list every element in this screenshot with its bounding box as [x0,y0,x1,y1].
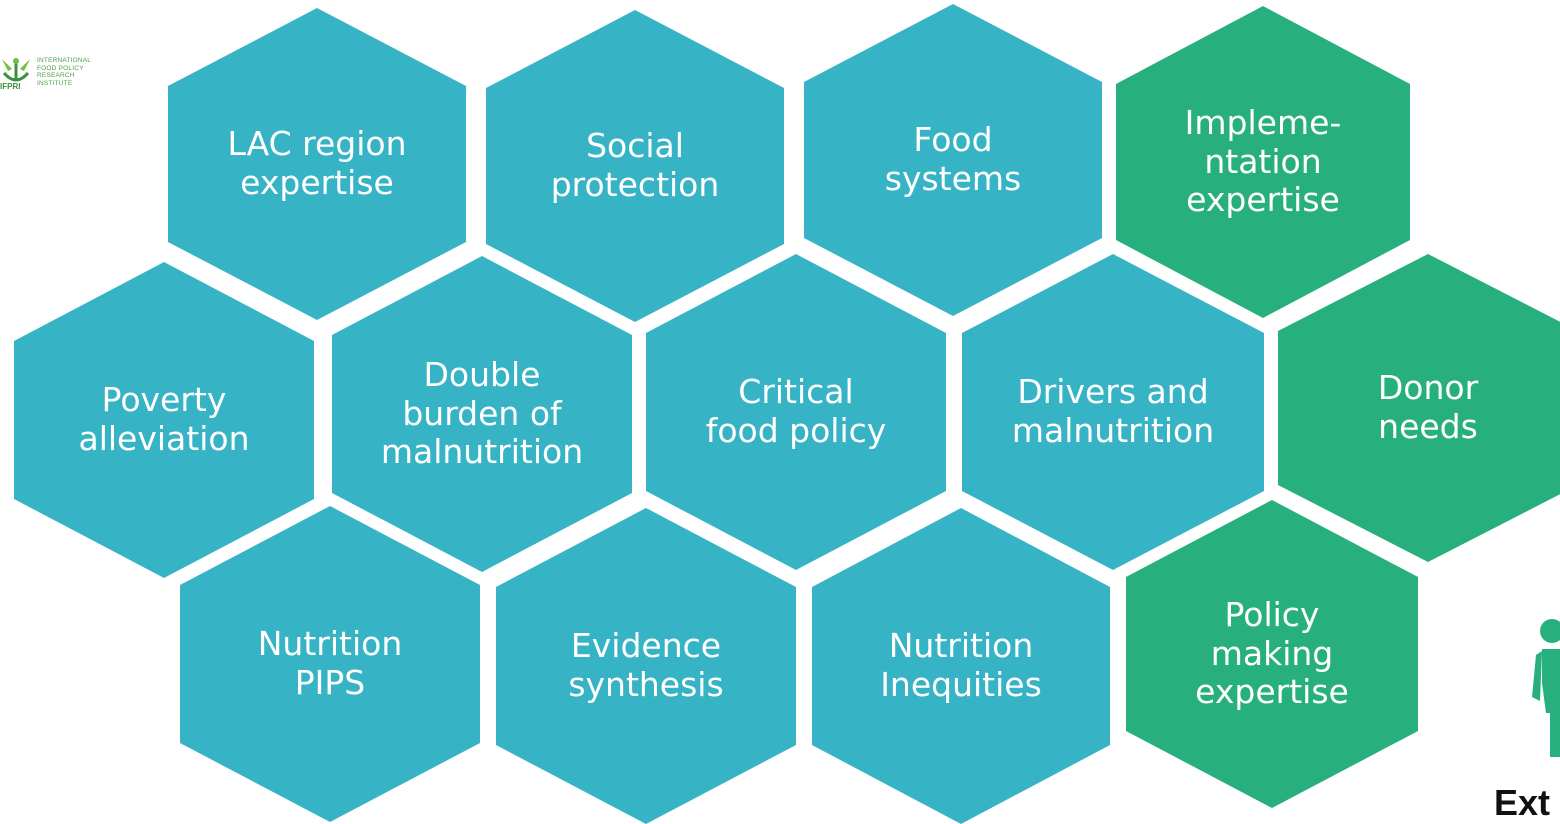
hexagon-nutrition-inequities: Nutrition Inequities [812,508,1110,824]
hexagon-double-burden-of-malnutrition: Double burden of malnutrition [332,256,632,572]
hexagon-label: Impleme- ntation expertise [1184,102,1342,220]
external-label: Ext [1494,782,1551,823]
hexagon-critical-food-policy: Critical food policy [646,254,946,570]
ifpri-logo [2,58,30,82]
hexagon-label: Nutrition PIPS [257,624,403,702]
hexagon-poverty-alleviation: Poverty alleviation [14,262,314,578]
hexagon-label: Drivers and malnutrition [1011,372,1215,450]
hexagon-label: Poverty alleviation [78,380,250,458]
hexagon-social-protection: Social protection [486,10,784,322]
hexagon-policy-making-expertise: Policy making expertise [1126,500,1418,808]
hexagon-label: Policy making expertise [1195,594,1349,712]
hexagon-label: Evidence synthesis [568,626,724,704]
hexagon-label: Donor needs [1377,368,1479,446]
hexagon-drivers-and-malnutrition: Drivers and malnutrition [962,254,1264,570]
hexagon-evidence-synthesis: Evidence synthesis [496,508,796,824]
hexagon-label: Food systems [884,120,1022,198]
person-icon [1532,619,1560,757]
hexagon-label: LAC region expertise [227,124,407,202]
hexagon-food-systems: Food systems [804,4,1102,316]
hexagon-label: Double burden of malnutrition [380,354,584,472]
hexagon-lac-region-expertise: LAC region expertise [168,8,466,320]
hexagon-label: Nutrition Inequities [880,626,1042,704]
hexagon-implementation-expertise: Impleme- ntation expertise [1116,6,1410,318]
hexagon-label: Critical food policy [705,372,887,450]
logo-abbreviation: IFPRI [0,82,21,91]
hexagon-nutrition-pips: Nutrition PIPS [180,506,480,822]
hexagon-donor-needs: Donor needs [1278,254,1560,562]
hexagon-label: Social protection [550,126,720,204]
logo-text: INTERNATIONAL FOOD POLICY RESEARCH INSTI… [37,57,92,87]
